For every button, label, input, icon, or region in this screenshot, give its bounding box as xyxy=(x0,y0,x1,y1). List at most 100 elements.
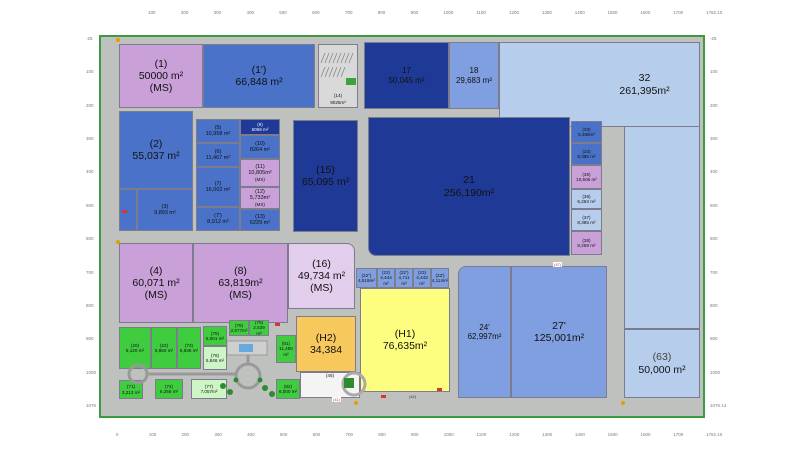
axis-tick-label: 700 xyxy=(86,269,94,275)
plot-75[interactable]: (75) 5,001 m² xyxy=(203,326,227,346)
axis-tick-label: 0 xyxy=(116,432,119,437)
plot-34-name: (34) xyxy=(582,148,591,154)
plot-22p[interactable]: (22') 4,711 m² xyxy=(395,268,413,288)
plot-22g[interactable]: (22) 5,850 m² xyxy=(151,327,177,369)
plot-1[interactable]: (1) 50000 m² (MS) xyxy=(119,44,203,108)
plot-16[interactable]: (16) 49,734 m² (MS) xyxy=(288,243,355,309)
gate-marker xyxy=(275,323,280,326)
plot-34[interactable]: (34) 8,385 m² xyxy=(571,143,602,165)
axis-tick-label: 100 xyxy=(148,432,157,437)
plot-20[interactable]: (20) 5,120 m² xyxy=(119,327,151,369)
plot-79-name: (79) xyxy=(254,320,264,326)
plot-12-name: (12) xyxy=(255,189,265,196)
plot-8[interactable]: (8) 63,819m² (MS) xyxy=(193,243,288,323)
axis-tick-label: 1300 xyxy=(541,10,552,15)
axis-tick-label: -25 xyxy=(86,36,93,41)
axis-tick-label: 100 xyxy=(148,10,156,15)
plot-23p[interactable]: (23') 4,114m² xyxy=(431,268,449,288)
plot-22pp-name: (22'') xyxy=(361,272,372,278)
marker-dot xyxy=(116,38,120,42)
plot-13-name: (13) xyxy=(255,213,265,220)
axis-tick-label: 1000 xyxy=(443,10,454,15)
plot-12-area: 5,733m² xyxy=(249,195,271,202)
plot-5[interactable]: (5) 10,958 m² xyxy=(196,119,240,143)
marker-dot xyxy=(354,401,358,405)
plot-6-name: (6) xyxy=(214,148,222,155)
plot-32-strip xyxy=(624,127,700,329)
axis-tick-label: 1076.8 xyxy=(86,403,100,408)
plot-23[interactable]: (23) 4,443 m² xyxy=(413,268,431,288)
plot-2-left xyxy=(119,189,137,231)
plot-H1[interactable]: (H1) 76,635m² xyxy=(360,288,450,392)
plot-22pp[interactable]: (22'') 4,519m² xyxy=(356,268,377,288)
plot-81[interactable]: (81) 11,450 m² xyxy=(276,335,296,363)
plot-24p[interactable]: 24' 62,997m² xyxy=(458,266,511,398)
axis-tick-label: 1000 xyxy=(86,369,97,375)
plot-2-name: (2) xyxy=(149,137,163,150)
plot-2-area: 55,037 m² xyxy=(132,150,180,162)
plot-12-ms: (MS) xyxy=(255,201,265,207)
axis-tick-label: 600 xyxy=(312,10,320,15)
axis-tick-label: 300 xyxy=(710,136,718,142)
plot-6[interactable]: (6) 11,467 m² xyxy=(196,143,240,167)
plot-23-area: 4,443 m² xyxy=(416,275,428,286)
axis-tick-label: 300 xyxy=(214,432,222,437)
plot-H2[interactable]: (H2) 34,384 xyxy=(296,316,356,372)
plot-22-name: (22) xyxy=(381,270,391,276)
plot-2[interactable]: (2) 55,037 m² xyxy=(119,111,193,189)
plot-27p-area: 125,001m² xyxy=(533,332,585,344)
plot-9-area: 5098 m² xyxy=(251,127,269,132)
plot-15[interactable]: (15) 65,095 m² xyxy=(293,120,358,232)
plot-4-name: (4) xyxy=(149,264,163,277)
plot-20-area: 5,120 m² xyxy=(125,348,145,353)
plot-36[interactable]: (36) 6,263 m² xyxy=(571,189,602,209)
plot-8-area: 63,819m² xyxy=(218,276,263,289)
plot-H2-area: 34,384 xyxy=(309,344,343,356)
plot-10[interactable]: (10) 8264 m² xyxy=(240,135,280,159)
plot-37[interactable]: (37) 8,385 m² xyxy=(571,209,602,231)
plot-14[interactable]: (14) 9025m² xyxy=(318,44,358,108)
axis-tick-label: 1200 xyxy=(509,432,520,437)
axis-tick-label: 600 xyxy=(86,236,94,242)
plot-18-name: 18 xyxy=(469,66,479,76)
plot-18[interactable]: 18 29,683 m² xyxy=(449,42,499,109)
plot-82[interactable]: (82) 6,000 m² xyxy=(276,379,300,399)
plot-7p[interactable]: (7') 8,912 m² xyxy=(196,207,240,231)
plot-13[interactable]: (13) 6229 m² xyxy=(240,209,280,231)
plot-78[interactable]: (78) 2,577m² xyxy=(229,320,249,336)
plot-35[interactable]: (35) 10,506 m² xyxy=(571,165,602,189)
plot-38[interactable]: (38) 8,259 m² xyxy=(571,231,602,255)
plot-17[interactable]: 17 50,045 m² xyxy=(364,42,449,109)
plot-21[interactable]: 21 256,190m² xyxy=(368,117,570,256)
plot-11[interactable]: (11) 10,805m² (MS) xyxy=(240,159,280,187)
plot-63[interactable]: (63) 50,000 m² xyxy=(624,329,700,398)
plot-73[interactable]: (73) 5,836 m² xyxy=(177,327,201,369)
plot-78-area: 2,577m² xyxy=(230,328,248,333)
plot-9[interactable]: (9) 5098 m² xyxy=(240,119,280,135)
plot-3[interactable]: (3) 9,893 m² xyxy=(137,189,193,231)
plot-74[interactable]: (74) 6,256 m² xyxy=(155,379,183,399)
plot-1-ms: (MS) xyxy=(149,82,173,95)
axis-tick-label: 1700 xyxy=(673,10,684,15)
plot-76[interactable]: (76) 5,846 m² xyxy=(203,346,227,370)
plot-32[interactable]: 32 261,395m² xyxy=(499,42,700,127)
plot-33-name: (33) xyxy=(582,126,591,132)
plot-34-area: 8,385 m² xyxy=(577,154,596,159)
plot-27p[interactable]: 27' 125,001m² xyxy=(511,266,607,398)
plot-22[interactable]: (22) 4,444 m² xyxy=(377,268,395,288)
plot-22-area: 4,444 m² xyxy=(380,275,392,286)
plot-1-area: 50000 m² xyxy=(138,69,184,82)
plot-77[interactable]: (77) 7,057m² xyxy=(191,379,227,399)
plot-1p[interactable]: (1') 66,848 m² xyxy=(203,44,315,108)
plot-33[interactable]: (33) 8,388m² xyxy=(571,121,602,143)
plot-12[interactable]: (12) 5,733m² (MS) xyxy=(240,187,280,209)
plot-4[interactable]: (4) 60,071 m² (MS) xyxy=(119,243,193,323)
plot-21-area: 256,190m² xyxy=(443,186,495,199)
plot-78-name: (78) xyxy=(234,322,244,328)
axis-tick-label: 100 xyxy=(710,69,718,75)
axis-tick-label: 400 xyxy=(710,169,718,175)
plot-37-name: (37) xyxy=(582,214,591,220)
plot-7[interactable]: (7) 16,002 m² xyxy=(196,167,240,207)
plot-79[interactable]: (79) 2,539 m² xyxy=(249,320,269,336)
gate-marker xyxy=(437,388,442,391)
